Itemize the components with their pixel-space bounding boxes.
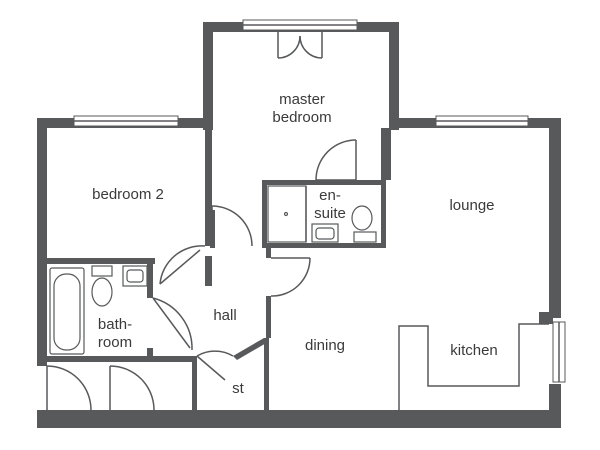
kitchen-counter xyxy=(398,323,549,412)
label-master-bedroom: master bedroom xyxy=(272,91,332,126)
label-dining: dining xyxy=(304,337,346,354)
fixtures xyxy=(49,185,549,412)
label-lounge: lounge xyxy=(449,197,495,214)
label-bedroom-2: bedroom 2 xyxy=(92,186,164,203)
toilet-ensuite xyxy=(353,231,377,243)
doors xyxy=(46,139,357,411)
label-bathroom: bath- room xyxy=(97,316,133,351)
label-ensuite: en- suite xyxy=(314,187,346,222)
label-kitchen: kitchen xyxy=(450,342,498,359)
windows xyxy=(73,19,566,383)
toilet-bathroom xyxy=(91,265,113,277)
label-store: st xyxy=(232,380,244,397)
french-doors xyxy=(277,32,323,59)
interior-walls xyxy=(47,128,553,412)
label-hall: hall xyxy=(213,307,237,324)
